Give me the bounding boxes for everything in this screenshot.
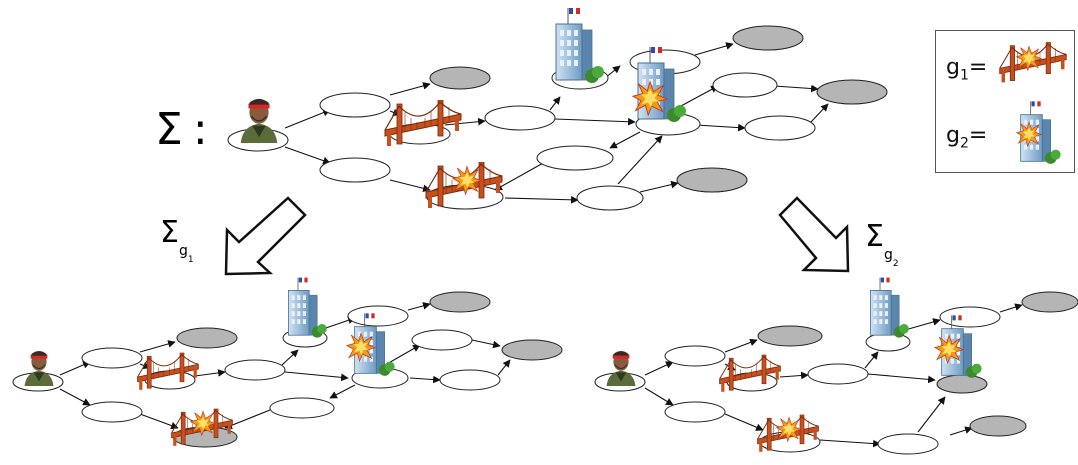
node — [81, 347, 143, 369]
graph-g1 — [12, 277, 563, 448]
sigma-symbol: Σ — [155, 104, 183, 155]
sigma-main-label: Σ: — [155, 108, 208, 152]
colon-symbol: : — [192, 104, 208, 155]
node — [877, 433, 939, 455]
node — [536, 145, 614, 171]
agent-icon — [23, 350, 55, 386]
agent-icon — [240, 98, 278, 143]
node — [576, 185, 644, 211]
node — [81, 401, 143, 423]
equals-symbol: = — [968, 55, 988, 80]
node-goal — [969, 415, 1027, 437]
node — [269, 397, 335, 419]
explosion-icon — [1016, 121, 1042, 147]
legend-label-sub: 2 — [959, 135, 969, 152]
legend-label-base: g — [946, 123, 960, 148]
legend-label-sub: 1 — [959, 67, 969, 84]
node — [439, 369, 501, 391]
node — [484, 105, 556, 131]
building-icon — [287, 277, 328, 339]
node — [807, 363, 869, 385]
transform-arrow-right — [778, 196, 850, 273]
building-icon — [869, 277, 910, 339]
g-symbol: g — [883, 247, 893, 263]
graph-main-icons — [240, 7, 687, 209]
explosion-icon — [1016, 45, 1042, 71]
node-goal — [176, 327, 238, 349]
node — [319, 157, 391, 183]
node — [224, 359, 286, 381]
sigma-symbol: Σ — [160, 215, 179, 250]
node-goal — [757, 325, 823, 347]
node-goal — [501, 339, 563, 361]
sigma-symbol: Σ — [865, 219, 884, 254]
node-goal — [429, 291, 491, 313]
legend-label-base: g — [946, 55, 960, 80]
sigma-g2-label: Σg2 — [865, 219, 899, 269]
graph-main-edges — [284, 42, 829, 204]
g-symbol: g — [178, 243, 188, 259]
node-goal — [816, 79, 888, 105]
node-goal — [429, 66, 491, 90]
transform-arrow-left — [224, 196, 307, 276]
sigma-g1-label: Σg1 — [160, 215, 194, 265]
graph-g2 — [594, 277, 1078, 455]
node-goal — [1021, 291, 1078, 313]
legend-box: g1= g2= — [935, 30, 1075, 173]
node — [664, 345, 726, 367]
subscript-1: 1 — [187, 254, 194, 265]
node — [347, 305, 409, 327]
node — [664, 401, 726, 423]
node-goal — [732, 25, 804, 51]
node — [712, 72, 778, 98]
node-goal — [936, 374, 988, 394]
graph-main — [227, 7, 888, 211]
legend-entry-g1: g1= — [946, 55, 987, 83]
subscript-2: 2 — [892, 258, 899, 269]
legend-entry-g2: g2= — [946, 123, 987, 151]
explosion-icon — [934, 335, 964, 364]
agent-icon — [605, 350, 637, 386]
equals-symbol: = — [968, 123, 988, 148]
node — [939, 306, 1001, 328]
node-goal — [676, 167, 748, 193]
explosion-icon — [346, 333, 376, 362]
node — [744, 115, 816, 141]
building-icon — [555, 7, 605, 84]
node — [411, 329, 473, 351]
node — [319, 92, 391, 118]
